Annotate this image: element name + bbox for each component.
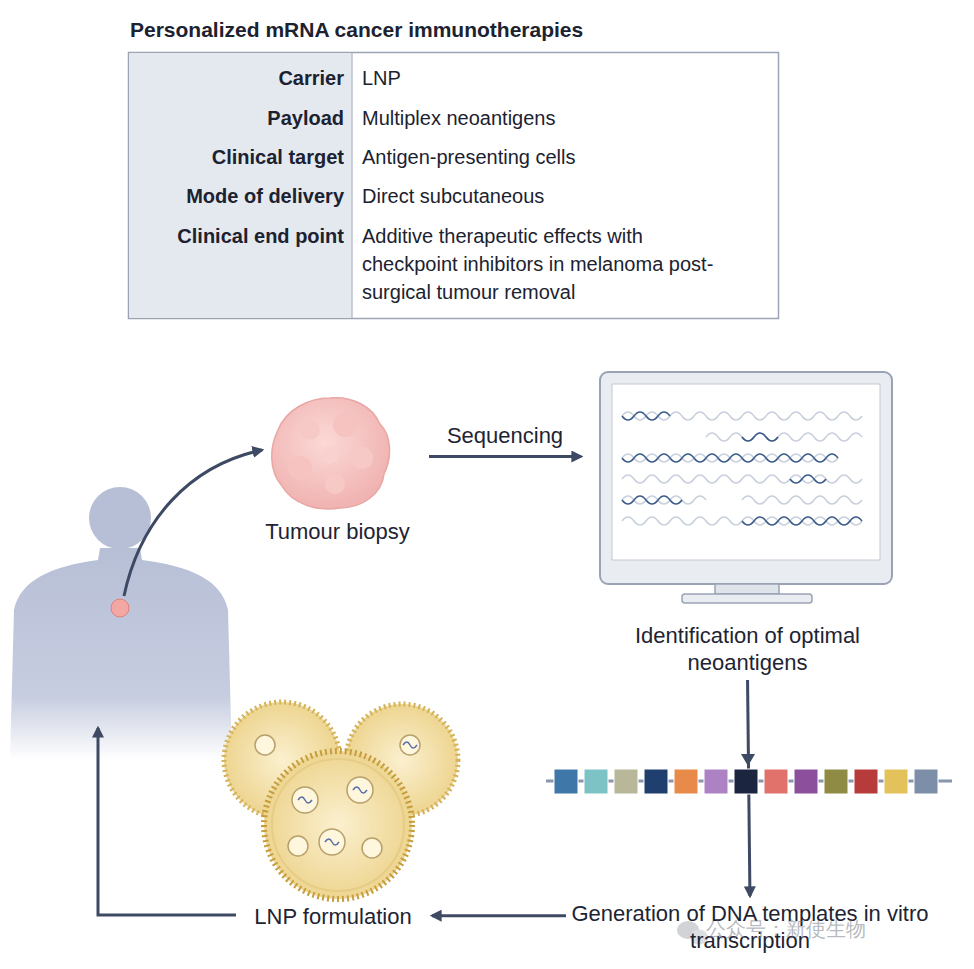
tumour-biopsy-node: Tumour biopsy — [250, 395, 425, 545]
table-header-cell: Clinical target — [130, 143, 344, 171]
lnp-illustration — [224, 702, 458, 899]
table-header-cell: Carrier — [130, 64, 344, 92]
node-text: Tumour biopsy — [265, 518, 410, 545]
diagram-title: Personalized mRNA cancer immunotherapies — [130, 16, 583, 44]
biopsy-arrow — [124, 450, 262, 596]
flow-arrow — [748, 680, 750, 896]
table-cell: Additive therapeutic effects with checkp… — [362, 222, 737, 306]
watermark: 公众号：新使生物 — [706, 915, 956, 943]
computer-monitor — [600, 372, 892, 603]
monitor-node: Identification of optimal neoantigens — [585, 368, 910, 676]
table-border — [129, 53, 779, 319]
table-cell: LNP — [362, 64, 762, 92]
table-header-column — [130, 54, 352, 318]
table-cell: Direct subcutaneous — [362, 182, 762, 210]
return-arrow — [98, 728, 236, 915]
table-cell: Multiplex neoantigens — [362, 104, 762, 132]
table-cell: Antigen-presenting cells — [362, 143, 762, 171]
process-step: LNP formulation — [238, 902, 428, 930]
table-header-cell: Payload — [130, 104, 344, 132]
table-header-cell: Mode of delivery — [130, 182, 344, 210]
table-header-cell: Clinical end point — [130, 222, 344, 250]
table-divider — [352, 53, 353, 318]
flow-arrow — [432, 914, 566, 917]
node-text: Identification of optimal neoantigens — [585, 622, 910, 676]
node-text: LNP formulation — [254, 903, 411, 930]
sequencing-arrow — [429, 455, 581, 458]
human-figure — [10, 487, 232, 760]
edge-label: Sequencing — [447, 423, 563, 449]
tumour-illustration — [272, 398, 390, 509]
